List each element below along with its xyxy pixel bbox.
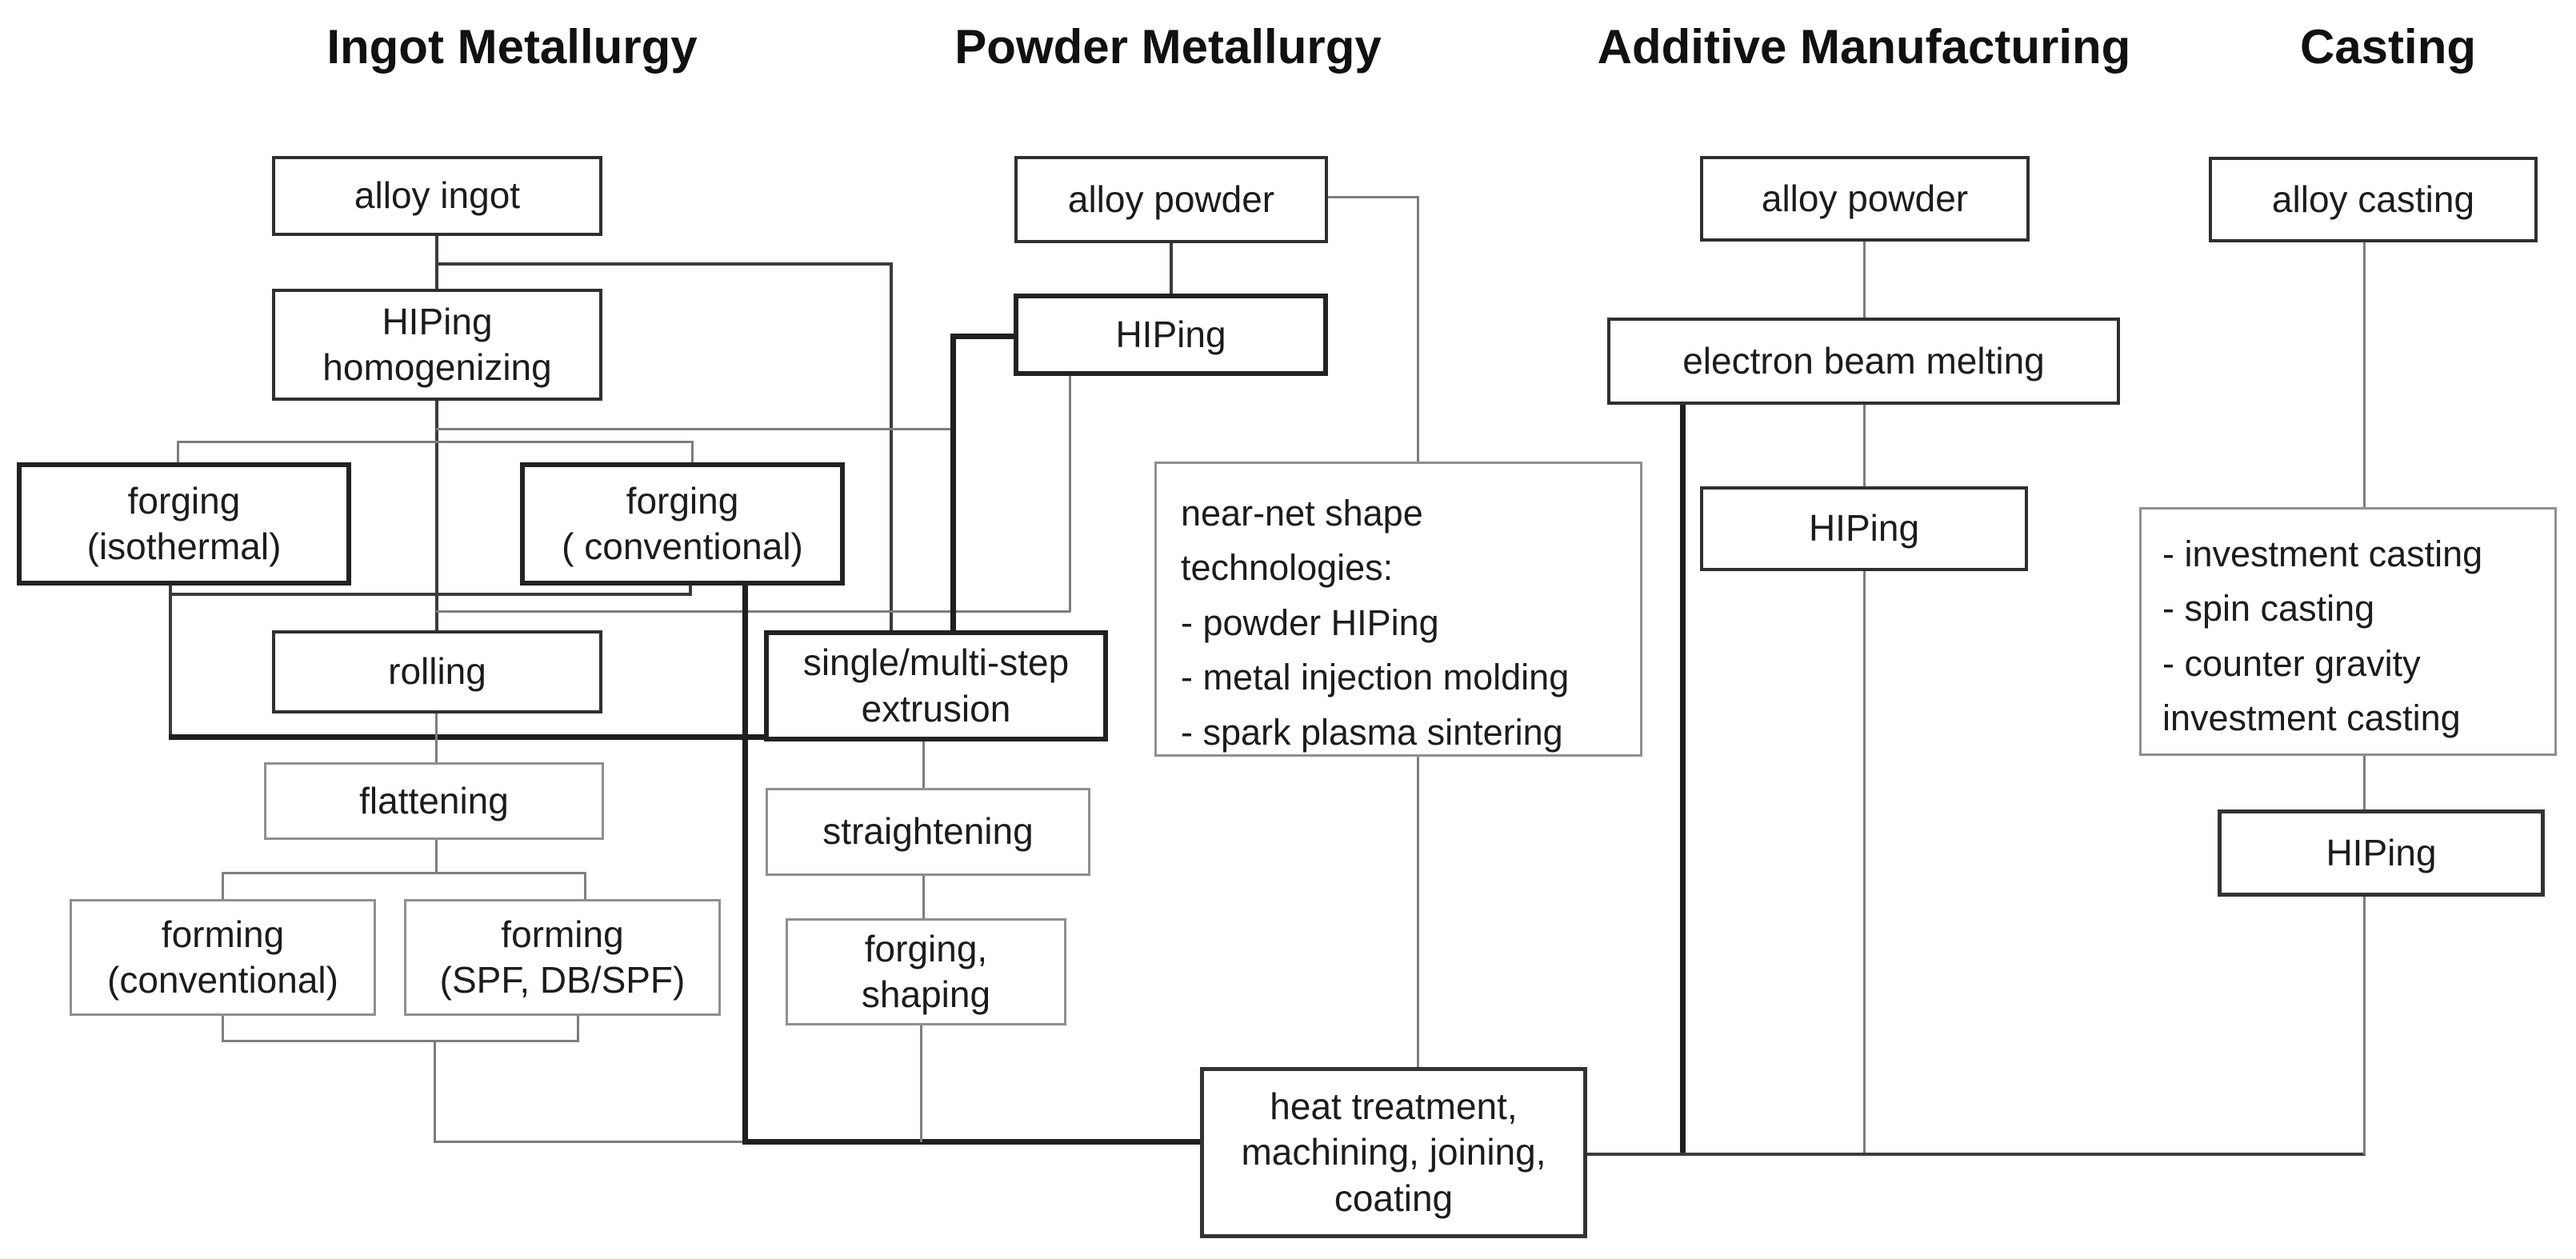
connector-forgings-collect-bus <box>169 593 692 596</box>
node-hiping-homogenizing: HIPing homogenizing <box>272 289 602 401</box>
connector-drop-forging-isothermal <box>177 441 179 464</box>
connector-hiping-pm-to-extrusion-h <box>950 334 1014 339</box>
node-heat-treatment-machining-joining-coating: heat treatment, machining, joining, coat… <box>1200 1067 1587 1238</box>
connector-alloy-powder-to-hiping-pm <box>1170 243 1173 295</box>
connector-methods-to-hiping-casting <box>2363 756 2366 811</box>
node-forging-isothermal: forging (isothermal) <box>17 462 351 586</box>
connector-alloy-ingot-to-extrusion-v <box>890 262 893 630</box>
node-electron-beam-melting: electron beam melting <box>1607 318 2120 405</box>
connector-drop-forming-spf <box>584 872 586 901</box>
node-hiping-pm: HIPing <box>1014 294 1328 376</box>
node-near-net-shape-technologies: near-net shape technologies: - powder HI… <box>1154 462 1642 757</box>
header-powder-metallurgy: Powder Metallurgy <box>954 20 1382 74</box>
node-alloy-powder-am: alloy powder <box>1700 156 2030 242</box>
connector-forming-spf-out <box>577 1016 579 1041</box>
node-forging-shaping: forging, shaping <box>786 918 1066 1025</box>
node-straightening: straightening <box>766 788 1090 876</box>
node-casting-methods: - investment casting - spin casting - co… <box>2139 507 2557 756</box>
connector-alloy-powder-to-near-net-h <box>1328 196 1418 198</box>
connector-hiping-pm-to-extrusion-v <box>950 334 956 632</box>
connector-hiping-pm-to-rolling-bus <box>436 610 1070 613</box>
connector-drop-forming-conventional <box>222 872 224 901</box>
node-alloy-powder-pm: alloy powder <box>1014 156 1328 243</box>
connector-forming-conventional-out <box>222 1016 224 1041</box>
node-alloy-ingot: alloy ingot <box>272 156 602 236</box>
connector-rolling-to-flattening <box>435 713 438 764</box>
connector-ebm-to-hiping-am <box>1863 405 1866 488</box>
connector-split-to-forgings <box>177 441 693 443</box>
connector-alloy-ingot-to-extrusion-h <box>435 262 893 266</box>
connector-straightening-to-forging-shaping <box>922 876 925 920</box>
connector-split-to-formings <box>222 872 586 874</box>
connector-flattening-down <box>435 840 438 873</box>
connector-drop-forging-conventional <box>691 441 694 464</box>
connector-forging-conventional-tick <box>689 578 692 594</box>
connector-forging-isothermal-to-extrusion <box>169 734 766 740</box>
connector-alloy-powder-am-to-ebm <box>1863 242 1866 319</box>
connector-hiping-homogenizing-to-extrusion-bus <box>436 428 954 430</box>
connector-forging-isothermal-down <box>169 578 172 737</box>
node-forming-conventional: forming (conventional) <box>70 899 376 1016</box>
node-single-multi-step-extrusion: single/multi-step extrusion <box>764 630 1108 741</box>
connector-hiping-am-to-bus <box>1863 571 1866 1155</box>
node-hiping-am: HIPing <box>1700 486 2028 571</box>
connector-formings-merge-drop <box>434 1040 436 1142</box>
connector-near-net-to-heat-treatment <box>1417 757 1419 1069</box>
node-rolling: rolling <box>272 630 602 713</box>
connector-right-bus-into-heat-treatment <box>1587 1153 2366 1156</box>
node-hiping-casting: HIPing <box>2218 809 2545 897</box>
connector-hiping-casting-to-bus <box>2363 897 2366 1155</box>
header-ingot-metallurgy: Ingot Metallurgy <box>326 20 698 74</box>
node-flattening: flattening <box>264 762 604 840</box>
node-alloy-casting: alloy casting <box>2209 157 2538 242</box>
connector-alloy-casting-to-methods <box>2363 242 2366 509</box>
connector-extrusion-to-straightening <box>922 741 925 789</box>
connector-forging-conventional-bypass <box>742 586 748 1142</box>
connector-alloy-powder-to-near-net-v <box>1417 196 1419 463</box>
connector-bus-into-heat-treatment-left <box>742 1139 1202 1145</box>
node-forming-spf-db-spf: forming (SPF, DB/SPF) <box>404 899 721 1016</box>
connector-forging-shaping-out <box>920 1025 922 1142</box>
connector-hiping-homogenizing-to-rolling <box>435 401 438 632</box>
node-forging-conventional: forging ( conventional) <box>520 462 845 586</box>
connector-formings-to-heat-treatment <box>434 1141 747 1143</box>
connector-formings-merge-bus <box>222 1040 579 1042</box>
header-additive-manufacturing: Additive Manufacturing <box>1597 20 2131 74</box>
connector-hiping-pm-bottom-riser <box>1069 376 1071 612</box>
connector-ebm-bypass-to-bus <box>1680 405 1686 1155</box>
header-casting: Casting <box>2299 20 2477 74</box>
